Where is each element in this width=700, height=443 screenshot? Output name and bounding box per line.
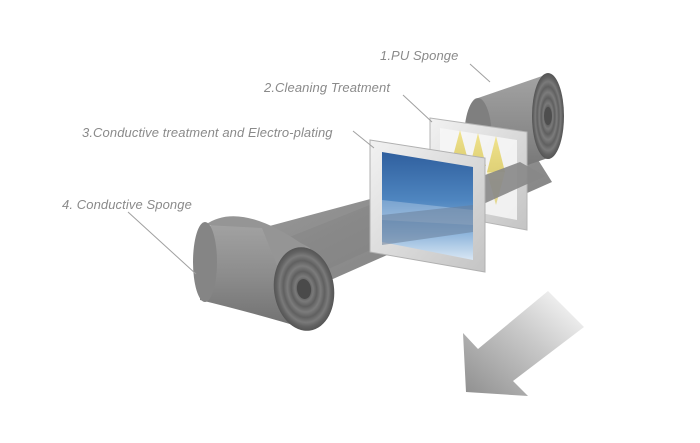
label-step3-conductive-treatment: 3.Conductive treatment and Electro-plati… [82, 125, 333, 140]
cleaning-jet [487, 136, 505, 172]
label-step4-conductive-sponge: 4. Conductive Sponge [62, 197, 192, 212]
leader-line-step4 [127, 211, 197, 275]
label-step1-pu-sponge: 1.PU Sponge [380, 48, 459, 63]
cleaning-jet [452, 130, 468, 160]
leader-line-step3 [352, 130, 375, 149]
arrow-down-left-icon [463, 291, 584, 396]
leader-line-step1 [469, 63, 491, 83]
leader-line-step2 [402, 94, 433, 123]
conductive-sponge-roll [193, 216, 335, 331]
label-step2-cleaning-treatment: 2.Cleaning Treatment [264, 80, 391, 95]
electro-plating-frame [369, 139, 486, 273]
